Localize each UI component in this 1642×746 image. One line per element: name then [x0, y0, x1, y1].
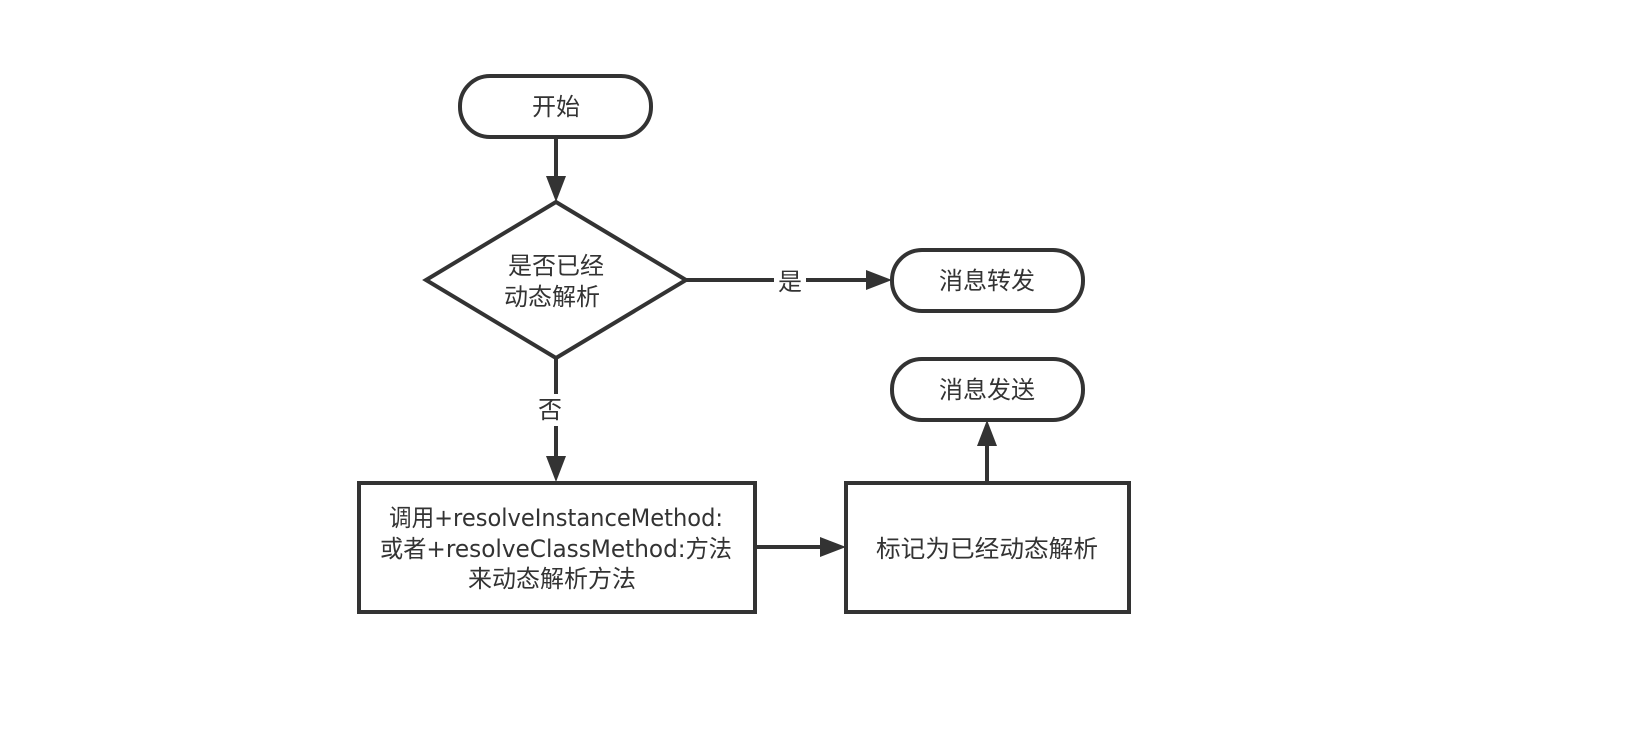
node-resolve-call-line3: 来动态解析方法 [468, 565, 636, 593]
node-start-label: 开始 [532, 93, 580, 121]
edge-resolve-to-mark [755, 537, 846, 557]
edge-label-no: 否 [538, 396, 562, 424]
edge-start-to-decision [546, 137, 566, 202]
node-mark-resolved: 标记为已经动态解析 [844, 481, 1131, 614]
node-resolve-call: 调用+resolveInstanceMethod: 或者+resolveClas… [357, 481, 757, 614]
node-decision-line1: 是否已经 [508, 252, 604, 280]
node-message-send: 消息发送 [890, 357, 1085, 422]
node-message-send-label: 消息发送 [939, 376, 1035, 404]
node-resolve-call-line1: 调用+resolveInstanceMethod: [389, 504, 723, 532]
node-resolve-call-line2: 或者+resolveClassMethod:方法 [380, 535, 732, 563]
edge-label-yes: 是 [778, 268, 802, 296]
node-message-forward-label: 消息转发 [939, 267, 1035, 295]
edge-decision-to-resolve: 否 [538, 358, 574, 482]
edge-mark-to-send [977, 420, 997, 482]
node-decision-line2: 动态解析 [504, 283, 600, 311]
node-start: 开始 [458, 74, 653, 139]
edge-decision-to-forward: 是 [686, 266, 892, 296]
node-decision: 是否已经 动态解析 [422, 199, 690, 361]
node-mark-resolved-label: 标记为已经动态解析 [876, 535, 1098, 563]
node-message-forward: 消息转发 [890, 248, 1085, 313]
